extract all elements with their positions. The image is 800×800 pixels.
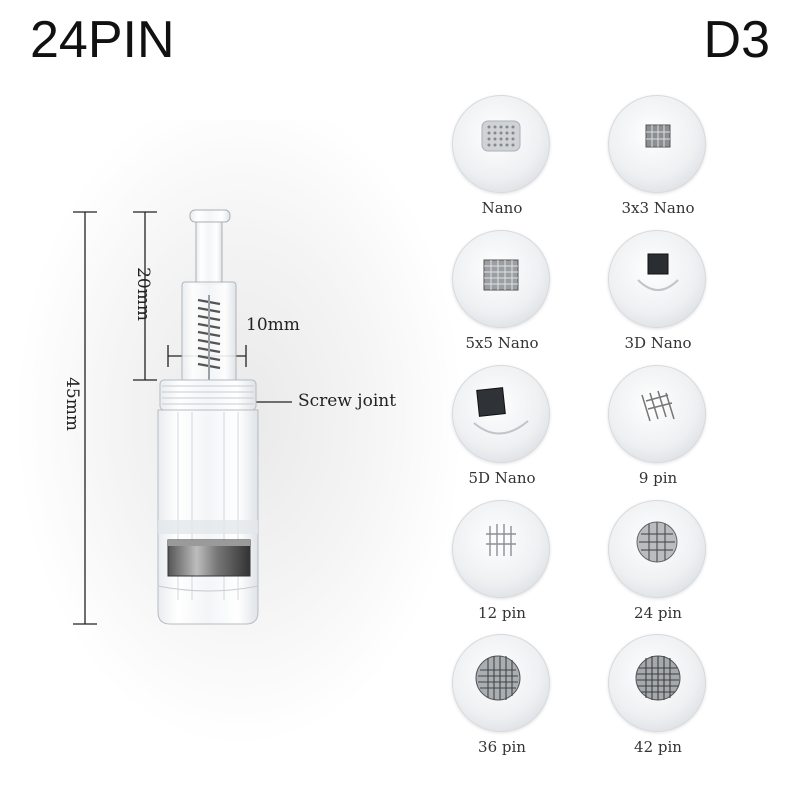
- cartridge-thumb: 36 pin: [407, 634, 597, 766]
- screw-joint: [159, 379, 257, 411]
- cartridge-thumb: 42 pin: [563, 634, 753, 766]
- 42-pin-tip-image: [608, 634, 706, 732]
- cartridge-thumb: Nano: [407, 95, 597, 227]
- dimension-lines: [73, 211, 292, 625]
- 5d-nano-tip-image: [452, 365, 550, 463]
- cartridge-thumb: 3D Nano: [563, 230, 753, 362]
- cartridge-thumb: 24 pin: [563, 500, 753, 632]
- nano-tip-image: [452, 95, 550, 193]
- cartridge-label: 5x5 Nano: [465, 334, 539, 352]
- cartridge-thumb: 5D Nano: [407, 365, 597, 497]
- 24-pin-tip-image: [608, 500, 706, 598]
- grid5-tip-image: [452, 230, 550, 328]
- screw-joint-label: Screw joint: [298, 391, 397, 411]
- cartridge-thumb: 9 pin: [563, 365, 753, 497]
- total-length-label: 45mm: [61, 377, 82, 431]
- cartridge-body: [157, 409, 259, 625]
- cartridge-thumb: 3x3 Nano: [563, 95, 753, 227]
- grid3-tip-image: [608, 95, 706, 193]
- upper-length-label: 20mm: [132, 267, 153, 321]
- 12-pin-tip-image: [452, 500, 550, 598]
- width-label: 10mm: [246, 315, 300, 335]
- cartridge-label: 12 pin: [478, 604, 526, 622]
- cartridge-label: 24 pin: [634, 604, 682, 622]
- cartridge-thumb: 5x5 Nano: [407, 230, 597, 362]
- 3d-nano-tip-image: [608, 230, 706, 328]
- cartridge-thumb: 12 pin: [407, 500, 597, 632]
- cartridge-label: 3D Nano: [624, 334, 692, 352]
- cartridge-label: 5D Nano: [468, 469, 536, 487]
- cartridge-label: Nano: [481, 199, 523, 217]
- 36-pin-tip-image: [452, 634, 550, 732]
- cartridge-label: 42 pin: [634, 738, 682, 756]
- 9-pin-tip-image: [608, 365, 706, 463]
- needle-cartridge-diagram: [73, 209, 292, 625]
- pin-count-title: 24PIN: [30, 11, 175, 69]
- cartridge-label: 9 pin: [638, 469, 678, 487]
- cartridge-label: 3x3 Nano: [621, 199, 695, 217]
- cartridge-label: 36 pin: [478, 738, 526, 756]
- model-title: D3: [703, 11, 770, 69]
